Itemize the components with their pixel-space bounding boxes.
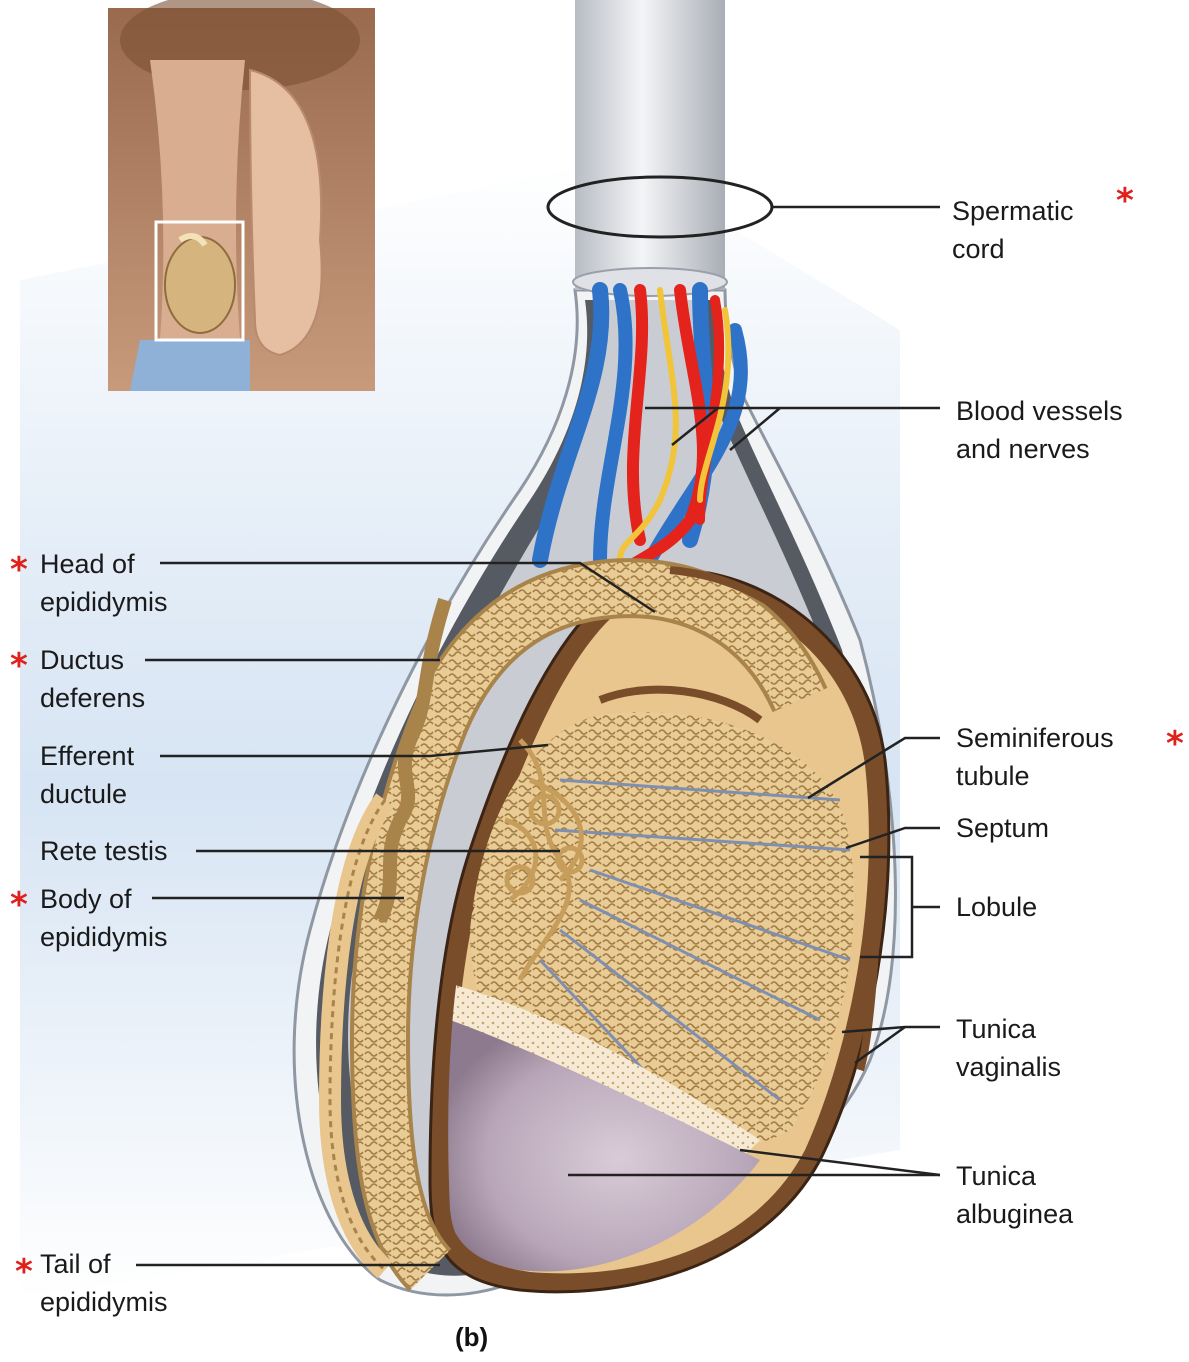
marker-asterisk: * [10, 649, 28, 683]
label-lobule: Lobule [956, 888, 1037, 926]
marker-asterisk: * [10, 888, 28, 922]
marker-asterisk: * [1166, 727, 1184, 761]
marker-asterisk: * [1116, 184, 1134, 218]
inset-thumbnail [108, 0, 375, 391]
label-septum: Septum [956, 809, 1049, 847]
marker-asterisk: * [10, 553, 28, 587]
label-rete-testis: Rete testis [40, 832, 168, 870]
panel-label: (b) [455, 1322, 488, 1353]
marker-asterisk: * [15, 1255, 33, 1289]
